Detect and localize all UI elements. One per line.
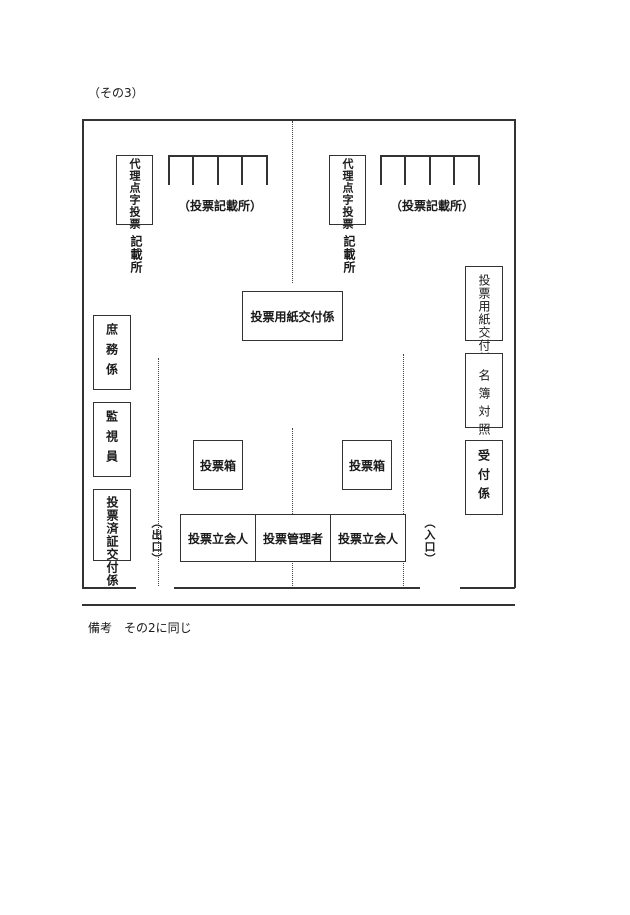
witness-right-label: 投票立会人	[337, 531, 398, 546]
right-proxy-booth: 代理点字投票	[329, 155, 366, 230]
entrance-label: （入口）	[423, 517, 436, 565]
right-booth-divider	[429, 155, 431, 185]
register-check-desk: 名簿対照係	[465, 353, 503, 459]
witness-right-seat: 投票立会人	[330, 514, 406, 562]
center-ballot-issuer-label: 投票用紙交付係	[250, 309, 335, 324]
right-booth-divider	[380, 155, 382, 185]
ballot-issuer-desk: 投票用紙交付係	[465, 266, 503, 365]
ballot-box-right: 投票箱	[342, 440, 392, 490]
ballot-box-left: 投票箱	[193, 440, 243, 490]
left-desk-label: 記載所	[129, 235, 143, 274]
manager-seat: 投票管理者	[255, 514, 331, 562]
partition-exit	[158, 358, 159, 586]
certificate-issuer-desk: 投票済証交付係	[93, 489, 131, 587]
bottom-wall-center	[174, 587, 420, 589]
certificate-issuer-label: 投票済証交付係	[105, 496, 119, 587]
remark-text: 備考 その2に同じ	[88, 621, 192, 635]
left-booth-divider	[168, 155, 170, 185]
register-check-label: 名簿対照係	[477, 368, 491, 459]
ballot-box-right-label: 投票箱	[348, 458, 385, 473]
page-caption: （その3）	[88, 86, 144, 100]
exit-label: （出口）	[150, 517, 163, 565]
right-booth-label: （投票記載所）	[390, 199, 475, 213]
right-proxy-booth-label: 代理点字投票	[341, 158, 354, 230]
manager-label: 投票管理者	[262, 531, 323, 546]
partition-bottom	[292, 428, 293, 586]
partition-top	[292, 121, 293, 283]
reception-label: 受付係	[476, 449, 491, 506]
left-proxy-booth: 代理点字投票	[116, 155, 153, 230]
monitor-label: 監視員	[104, 409, 119, 470]
general-affairs-desk: 庶務係	[93, 315, 131, 390]
reception-desk: 受付係	[465, 440, 503, 515]
left-booth-divider	[241, 155, 243, 185]
left-booth-divider	[192, 155, 194, 185]
left-wall	[82, 119, 84, 588]
right-booth-divider	[404, 155, 406, 185]
witness-left-label: 投票立会人	[187, 531, 248, 546]
right-wall	[514, 119, 516, 588]
bottom-wall-left	[82, 587, 136, 589]
center-ballot-issuer: 投票用紙交付係	[242, 291, 343, 341]
base-line	[82, 604, 515, 606]
partition-entrance	[403, 354, 404, 586]
left-proxy-booth-label: 代理点字投票	[128, 158, 141, 230]
right-desk-label: 記載所	[342, 235, 356, 274]
bottom-wall-right	[460, 587, 515, 589]
ballot-box-left-label: 投票箱	[199, 458, 236, 473]
right-booth-divider	[478, 155, 480, 185]
right-booth-divider	[453, 155, 455, 185]
left-booth-label: （投票記載所）	[178, 199, 263, 213]
left-booth-divider	[217, 155, 219, 185]
left-booth-divider	[266, 155, 268, 185]
ballot-issuer-label: 投票用紙交付係	[477, 273, 491, 365]
top-wall	[82, 119, 515, 121]
general-affairs-label: 庶務係	[104, 322, 119, 383]
witness-left-seat: 投票立会人	[180, 514, 256, 562]
monitor-desk: 監視員	[93, 402, 131, 477]
